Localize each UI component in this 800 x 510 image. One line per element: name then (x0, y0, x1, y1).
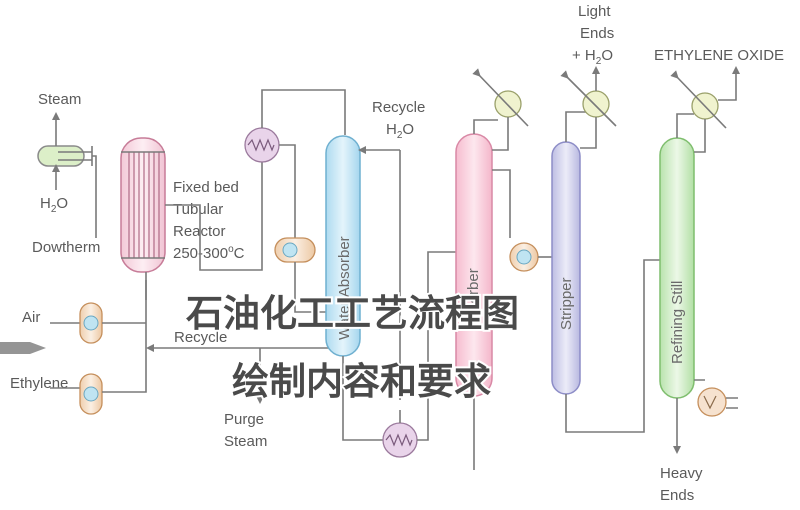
air-label: Air (22, 309, 40, 326)
light-ends-label-1: Light (578, 3, 611, 20)
steam-generator (37, 112, 97, 238)
circulation-pump-2 (509, 242, 539, 272)
purge-label-1: Purge (224, 411, 264, 428)
heavy-ends-label-1: Heavy (660, 465, 703, 482)
h2o-feed-label: H2O (40, 195, 68, 215)
stripper-label: Stripper (558, 277, 575, 330)
water-absorber-label: Water Absorber (336, 236, 353, 340)
reactor-label-4: 250-300oC (173, 244, 245, 262)
desorber-condenser (472, 68, 529, 127)
refining-still-label: Refining Still (669, 281, 686, 364)
desorber-label: Desorber (465, 268, 482, 330)
purge-label-2: Steam (224, 433, 267, 450)
steam-label: Steam (38, 91, 81, 108)
heavy-ends-label-2: Ends (660, 487, 694, 504)
ethylene-oxide-label: ETHYLENE OXIDE (654, 47, 784, 64)
air-compressor (79, 302, 103, 344)
reactor-effluent-exchanger (244, 127, 280, 163)
recycle-label: Recycle (174, 329, 227, 346)
stripper-condenser (560, 70, 617, 127)
reactor-label-2: Tubular (173, 201, 223, 218)
refining-condenser (670, 70, 727, 129)
recycle-h2o-label-2: H2O (386, 121, 414, 141)
feed-arrow (0, 342, 46, 354)
tubular-reactor (120, 137, 166, 273)
stripper-column (551, 141, 581, 395)
reboiler (697, 387, 727, 417)
recycle-h2o-label-1: Recycle (372, 99, 425, 116)
overlay-title: 石油化工工艺流程图 (185, 292, 519, 335)
overlay-subtitle: 绘制内容和要求 (232, 360, 491, 403)
circulation-pump-1 (274, 237, 316, 263)
light-ends-label-2: Ends (580, 25, 614, 42)
light-ends-label-3: + H2O (572, 47, 613, 67)
ethylene-label: Ethylene (10, 375, 68, 392)
ethylene-compressor (79, 373, 103, 415)
dowtherm-label: Dowtherm (32, 239, 100, 256)
lean-rich-exchanger (382, 422, 418, 458)
reactor-label-1: Fixed bed (173, 179, 239, 196)
desorber-column (455, 133, 493, 397)
